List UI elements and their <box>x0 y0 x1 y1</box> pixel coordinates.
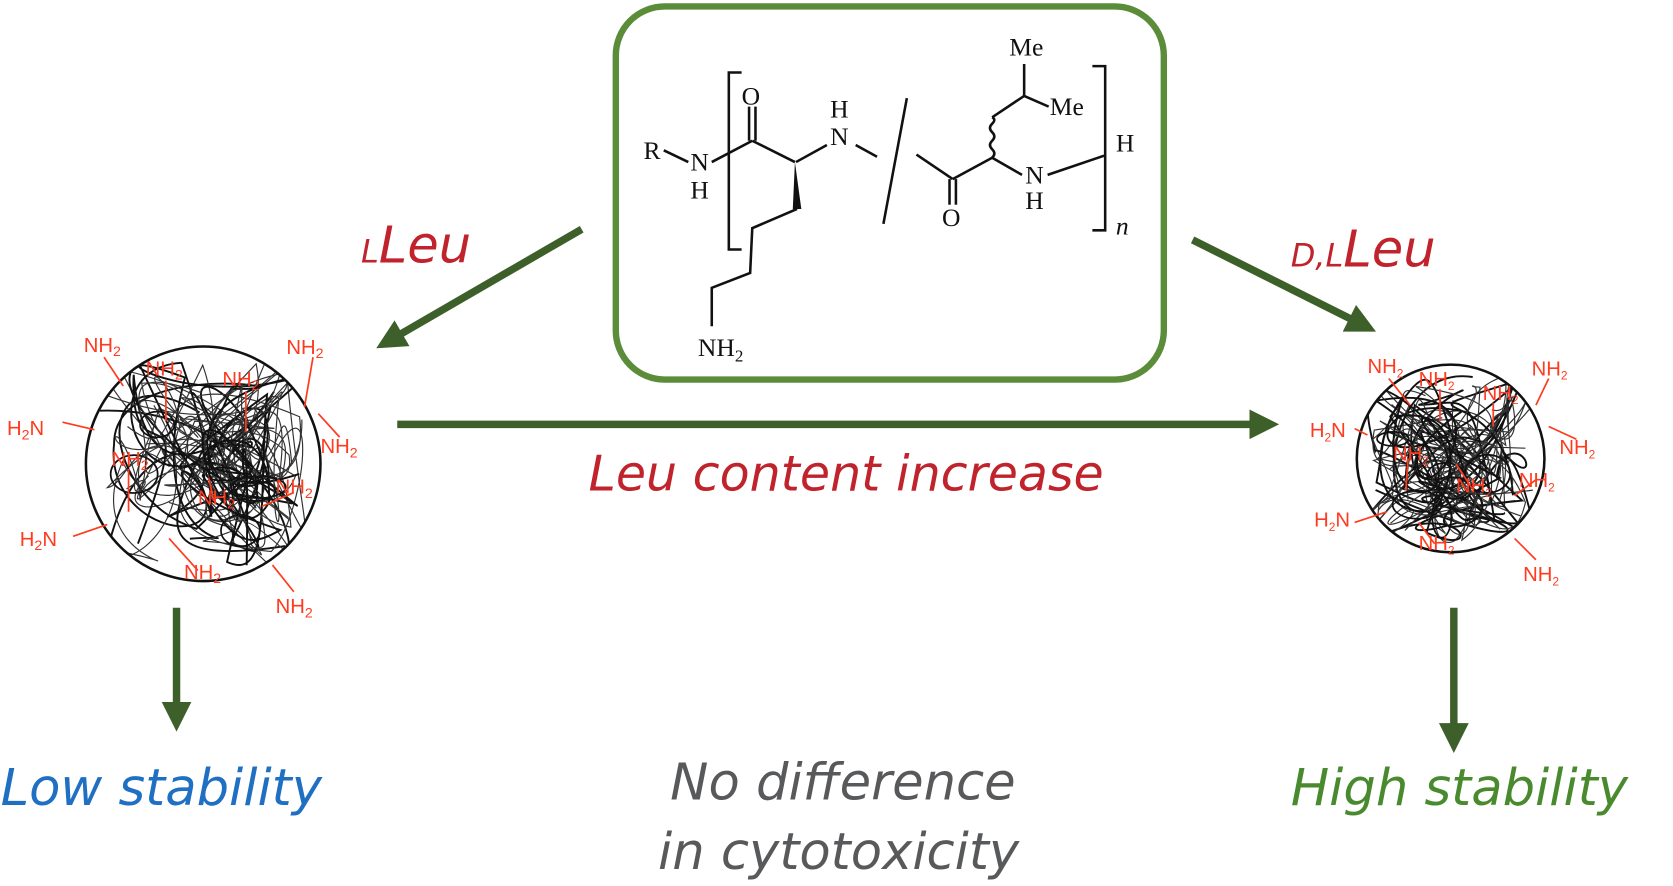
arrow-to-dl-leu <box>1190 236 1377 332</box>
repeat-n: n <box>1116 212 1129 241</box>
svg-text:NH2: NH2 <box>698 333 743 365</box>
polymer-chains <box>1365 374 1534 544</box>
amine-group-label: NH2 <box>1419 369 1455 393</box>
amine-group-label: H2N <box>20 529 57 554</box>
particle-outline <box>1355 363 1546 554</box>
amine-group-label: NH2 <box>320 436 357 461</box>
subscript: 2 <box>735 346 744 365</box>
atom-h: H <box>1025 186 1043 215</box>
l-leu-label: LLeu <box>361 216 471 275</box>
amine-group-label: NH2 <box>1519 470 1555 494</box>
amine-group-label: NH2 <box>222 369 259 394</box>
amine-group-label: H2N <box>1310 420 1346 444</box>
arrow-to-l-leu <box>376 226 584 349</box>
amine-group-label: NH2 <box>1367 356 1403 380</box>
amine-group-label: NH2 <box>1419 533 1455 557</box>
particle-outline <box>84 345 322 583</box>
no-difference-label: No difference <box>670 754 1015 813</box>
amine-group-label: H2N <box>7 418 44 443</box>
methyl-label: Me <box>1050 92 1084 121</box>
chemical-structure <box>663 63 1107 327</box>
amine-group-label: NH2 <box>1559 437 1595 461</box>
atom-n: N <box>830 122 848 151</box>
amine-group-label: NH2 <box>198 487 235 512</box>
amine-group-label: NH2 <box>286 337 323 362</box>
amine-group-label: NH2 <box>111 449 148 474</box>
amine-group-label: NH2 <box>1532 358 1568 382</box>
amine-label: NH <box>698 333 735 362</box>
amine-group-label: NH2 <box>184 562 221 587</box>
atom-o: O <box>942 203 960 232</box>
amine-group-label: NH2 <box>146 358 183 383</box>
atom-n: N <box>690 148 708 177</box>
atom-h: H <box>1116 128 1134 157</box>
amine-group-label: H2N <box>1314 510 1350 534</box>
atom-n: N <box>1025 160 1043 189</box>
amine-group-label: NH2 <box>1483 383 1519 407</box>
chemical-labels: R N H O N H O N H H Me Me NH2 n <box>644 32 1135 365</box>
cytotoxicity-label: in cytotoxicity <box>658 823 1020 882</box>
methyl-label: Me <box>1009 32 1043 61</box>
atom-h: H <box>690 175 708 204</box>
leu-content-increase-label: Leu content increase <box>589 444 1104 502</box>
amine-group-label: NH2 <box>1393 444 1429 468</box>
atom-h: H <box>830 94 848 123</box>
low-stability-label: Low stability <box>1 759 323 818</box>
polymer-chains <box>99 359 309 566</box>
amine-group-label: NH2 <box>276 477 313 502</box>
amine-group-label: NH2 <box>1456 476 1492 500</box>
structure-box <box>612 3 1168 383</box>
high-stability-label: High stability <box>1291 759 1629 818</box>
amine-group-label: NH2 <box>84 335 121 360</box>
atom-r: R <box>644 136 662 165</box>
amine-group-label: NH2 <box>1523 564 1559 588</box>
atom-o: O <box>742 81 760 110</box>
dl-leu-label: D,LLeu <box>1291 221 1436 280</box>
amine-group-label: NH2 <box>276 596 313 621</box>
